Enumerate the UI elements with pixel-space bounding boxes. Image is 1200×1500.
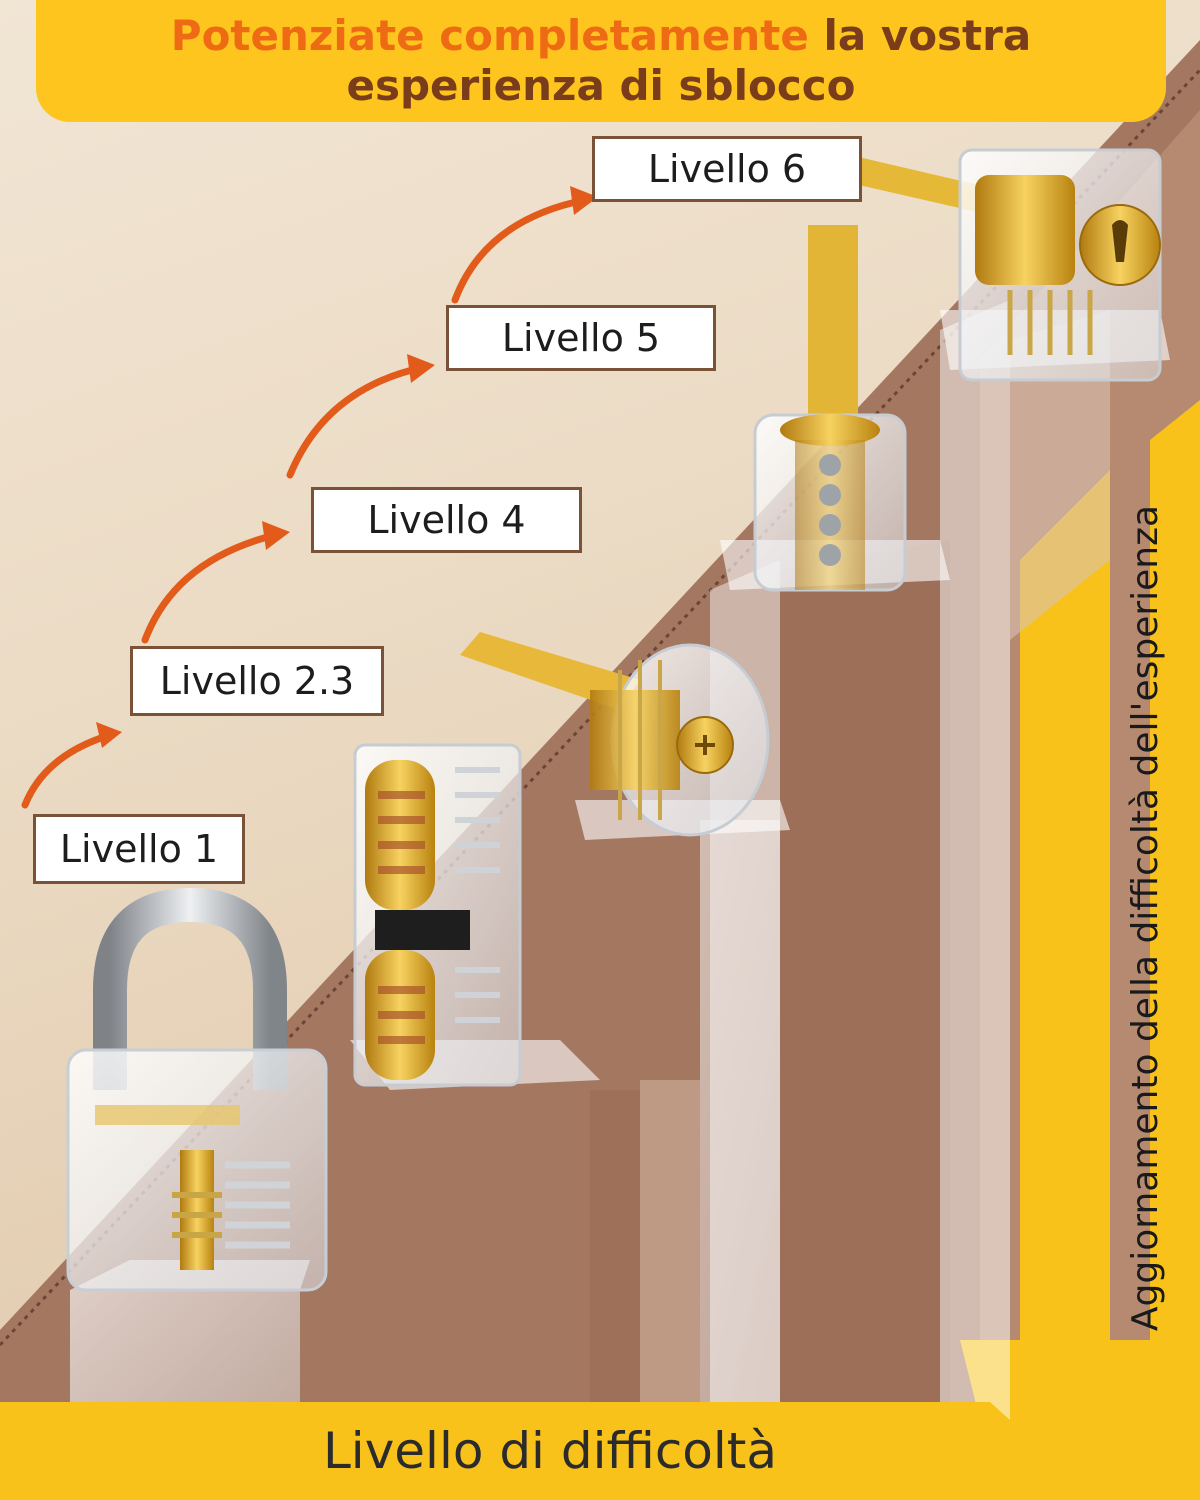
- banner-line-1: Potenziate completamente la vostra: [171, 11, 1031, 61]
- round-lock-icon: [753, 225, 907, 592]
- level-label-4: Livello 5: [446, 305, 716, 371]
- euro-cylinder-lock-icon: [815, 148, 1162, 382]
- x-axis-label: Livello di difficoltà: [322, 1422, 778, 1480]
- banner-line-2: esperienza di sblocco: [346, 61, 856, 110]
- arrowheads: [96, 186, 598, 748]
- level-label-5: Livello 6: [592, 136, 862, 202]
- banner-rest: la vostra: [808, 11, 1032, 60]
- arrow-icon: [141, 531, 279, 644]
- level-label-3: Livello 4: [311, 487, 582, 553]
- y-axis-label: Aggiornamento della difficoltà dell'espe…: [1124, 504, 1166, 1332]
- disc-lock-icon: [460, 632, 770, 837]
- padlock-icon: [66, 887, 328, 1292]
- arrow-icon: [286, 364, 424, 479]
- arrows: [21, 196, 589, 809]
- x-axis-banner-shape: [0, 1402, 1090, 1500]
- header-banner: Potenziate completamente la vostra esper…: [36, 0, 1166, 122]
- level-label-2: Livello 2.3: [130, 646, 384, 716]
- arrow-icon: [451, 196, 589, 304]
- banner-highlight: Potenziate completamente: [170, 11, 809, 60]
- x-axis-banner: Livello di difficoltà: [0, 1402, 1120, 1500]
- level-label-1: Livello 1: [33, 814, 245, 884]
- arrow-icon: [21, 731, 114, 809]
- cylinder-lock-icon: [353, 743, 522, 1087]
